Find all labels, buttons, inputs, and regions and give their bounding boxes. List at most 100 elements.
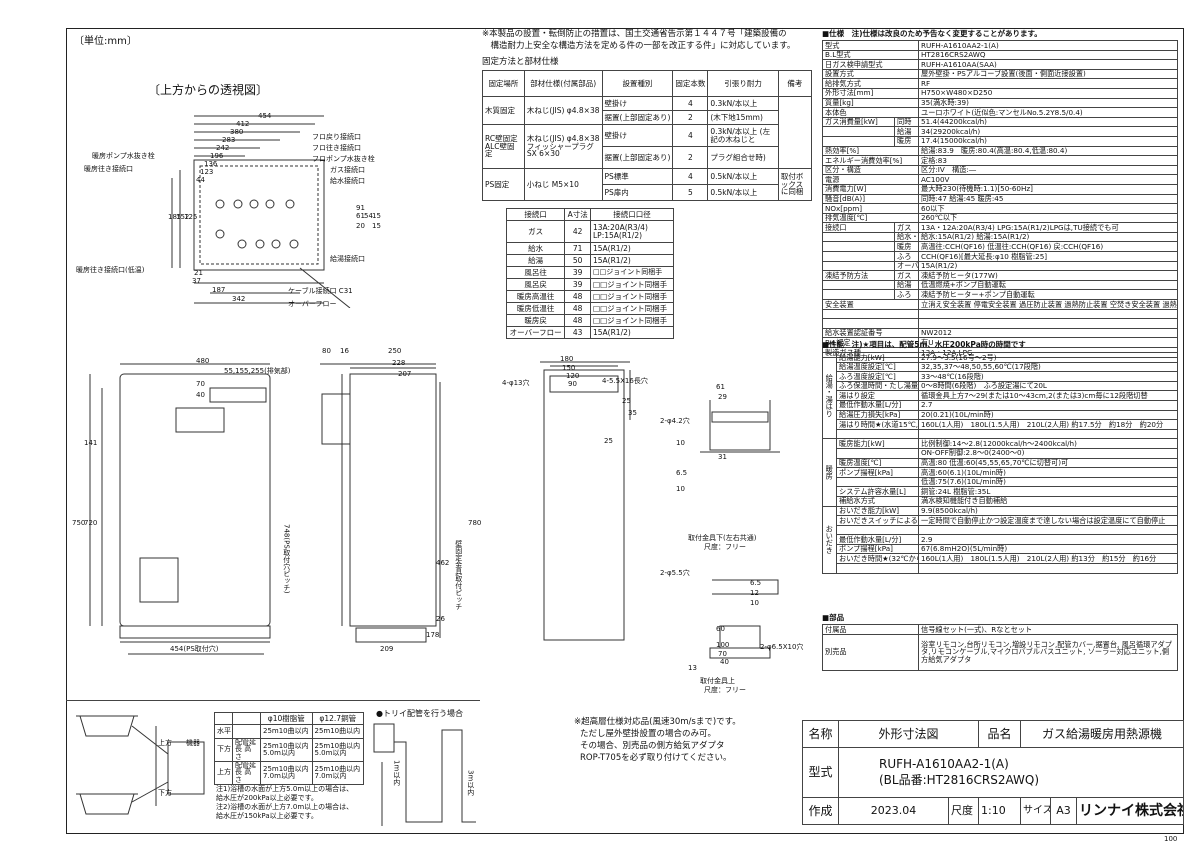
spec-value: 60以下 — [918, 203, 1178, 214]
spec-subkey: ガス — [893, 270, 920, 281]
spec-key: 熱効率[%] — [821, 145, 920, 157]
conn-r0-c2: 13A:20A(R3/4) LP:15A(R1/2) — [590, 220, 674, 243]
front-view-drawing — [89, 363, 271, 655]
fix-r2-c1: 木ねじ(JIS) φ4.8×38 フィッシャープラグSX 6×30 — [523, 124, 603, 169]
perf-value — [918, 524, 1178, 536]
notice-line-1: ※本製品の設置・転倒防止の措置は、国土交通省告示第１４４７号「建築設備の — [482, 29, 787, 39]
spec-key: 給水装置認証番号 — [821, 327, 920, 339]
spec-key: 設置方式 — [821, 68, 920, 80]
spec-value: 高温往:CCH(QF16) 低温往:CCH(QF16) 戻:CCH(QF16) — [918, 241, 1178, 253]
highrise-notice-3: その場合、別売品の側方給気アダプタ — [580, 741, 725, 751]
conn-h2: 接続口口径 — [590, 208, 674, 221]
perf-key: 給湯圧力損失[kPa] — [836, 409, 919, 421]
perf-row: 最低作動水量[L/分]2.9 — [823, 534, 1178, 545]
perf-value — [918, 563, 1178, 574]
spec-row: 暖房高温往:CCH(QF16) 低温往:CCH(QF16) 戻:CCH(QF16… — [822, 241, 1178, 253]
spec-subkey: オーバーフロー — [893, 260, 920, 272]
spec-key — [821, 308, 920, 320]
conn-r7-c0: 暖房戻 — [505, 314, 566, 327]
fix-r0-c2: 壁掛け — [601, 96, 674, 111]
fix-r2-c4: 0.3kN/本以上 (左記の木ねじと — [707, 124, 779, 147]
part3-dim-13: 13 — [688, 664, 697, 672]
part1-dim-10b: 10 — [676, 485, 685, 493]
conn-r6-c1: 48 — [564, 302, 591, 315]
perf-row: 最低作動水量[L/分]2.7 — [823, 399, 1178, 411]
spec-value: 立消え安全装置 停電安全装置 過圧防止装置 過熱防止装置 空焚き安全装置 過熱防… — [918, 299, 1178, 310]
side-dim-209: 209 — [380, 645, 394, 653]
spec-key: 電源 — [821, 174, 920, 185]
bracket-drawing — [540, 361, 631, 641]
pipe-h3: φ12.7銅管 — [311, 712, 364, 725]
spec-value — [918, 308, 1178, 320]
spec-key: 接続口 — [822, 222, 895, 233]
fix-r2-c3: 4 — [672, 124, 709, 147]
tb-model-2: (BL品番:HT2816CRS2AWQ) — [879, 772, 1040, 787]
perf-row: 暖房暖房能力[kW]比例制御:14～2.8(12000kcal/h～2400kc… — [822, 438, 1178, 507]
tb-scale-label: 尺度 — [947, 797, 980, 825]
fix-h4: 引張り耐力 — [707, 70, 779, 97]
tb-prod: ガス給湯暖房用熱源機 — [1020, 720, 1184, 748]
spec-value: 凍結予防ヒーター+ポンプ自動運転 — [918, 289, 1178, 301]
perf-section: 暖房 — [822, 438, 837, 507]
pipe-r0-c2: 25m10曲以内 — [260, 724, 313, 739]
side-dim-26: 26 — [436, 615, 445, 623]
perf-value: 67(6.8mH2O)(5L/min時) — [918, 543, 1178, 555]
tb-made-label: 作成 — [802, 797, 839, 825]
perf-row: 低温:75(7.6)(10L/min時) — [823, 476, 1178, 488]
tb-size-label: サイズ — [1020, 797, 1052, 825]
spec-key: 日ガス検申請型式 — [821, 59, 920, 70]
perf-row: 暖房温度[℃]高温:80 低温:60(45,55,65,70℃に切替可)可 — [823, 457, 1178, 469]
spec-subkey: 暖房 — [893, 135, 920, 147]
spec-value: 260℃以下 — [918, 212, 1178, 224]
side-dim-178: 178 — [426, 631, 440, 639]
perf-row: ポンプ揚程[kPa]高温:60(6.1)(10L/min時) — [823, 467, 1178, 478]
dim-61: 61 — [356, 212, 365, 220]
spec-key: 質量[kg] — [821, 97, 920, 109]
acc-r0-v: 信号線セット(一式)、Rなとセット — [918, 624, 1178, 635]
conn-r4-c0: 風呂戻 — [505, 278, 566, 291]
pipe-r2-c0: 上方 — [214, 761, 233, 786]
acc-r0-k: 付属品 — [822, 624, 919, 635]
side-dim-207: 207 — [398, 370, 412, 378]
bracket-dim-90: 90 — [568, 380, 577, 388]
perf-value: 低温:75(7.6)(10L/min時) — [918, 476, 1178, 488]
perf-key: 最低作動水量[L/分] — [836, 534, 919, 545]
part3-dim-70: 70 — [718, 650, 727, 658]
perf-key: おいだきスイッチによるおいだき — [836, 515, 919, 526]
fix-r1-c3: 2 — [672, 110, 709, 125]
trap-title: ●トリイ配管を行う場合 — [376, 709, 463, 718]
pipe-r0-c1 — [232, 724, 261, 739]
pipe-r1-c1: 配管延長 高さ — [232, 737, 261, 763]
perf-key: 暖房能力[kW] — [836, 438, 919, 449]
page-number: 100 — [1164, 835, 1178, 843]
front-dim-748: 748(PS取付穴ピッチ) — [282, 524, 291, 594]
perf-key: 給湯能力[kW] — [836, 352, 919, 363]
conn-r1-c0: 給水 — [505, 242, 566, 255]
perf-table: 給湯・湯はり給湯能力[kW]27.9～3.5(16号～2号)給湯温度設定[℃]3… — [822, 351, 1178, 574]
part2-dim-10: 10 — [750, 599, 759, 607]
conn-r4-c2: □□ジョイント同梱手 — [590, 278, 674, 291]
spec-row: 安全装置立消え安全装置 停電安全装置 過圧防止装置 過熱防止装置 空焚き安全装置… — [821, 299, 1178, 310]
perf-value: 9.9(8500kcal/h) — [918, 505, 1178, 517]
spec-key — [822, 241, 895, 253]
dim-15a: 15 — [372, 212, 381, 220]
perf-value: 比例制御:14～2.8(12000kcal/h～2400kcal/h) — [918, 438, 1178, 449]
small-parts-drawing — [700, 400, 780, 659]
pipe-r1-c3: 25m10曲以内 5.0m以内 — [311, 737, 364, 763]
spec-subkey: 給湯 — [893, 279, 920, 291]
perf-value: 33～48℃(16段階) — [918, 371, 1178, 382]
conn-r1-c2: 15A(R1/2) — [590, 242, 674, 255]
spec-title: ■仕様 注)仕様は改良のため予告なく変更することがあります。 — [822, 29, 1042, 38]
front-dim-750: 750 — [72, 519, 86, 527]
perf-row: 給湯温度設定[℃]32,35,37～48,50,55,60℃(17段階) — [823, 361, 1178, 373]
side-dim-228: 228 — [392, 359, 406, 367]
perf-key: システム許容水量[L] — [836, 486, 919, 497]
spec-subkey: 給湯 — [893, 126, 920, 137]
